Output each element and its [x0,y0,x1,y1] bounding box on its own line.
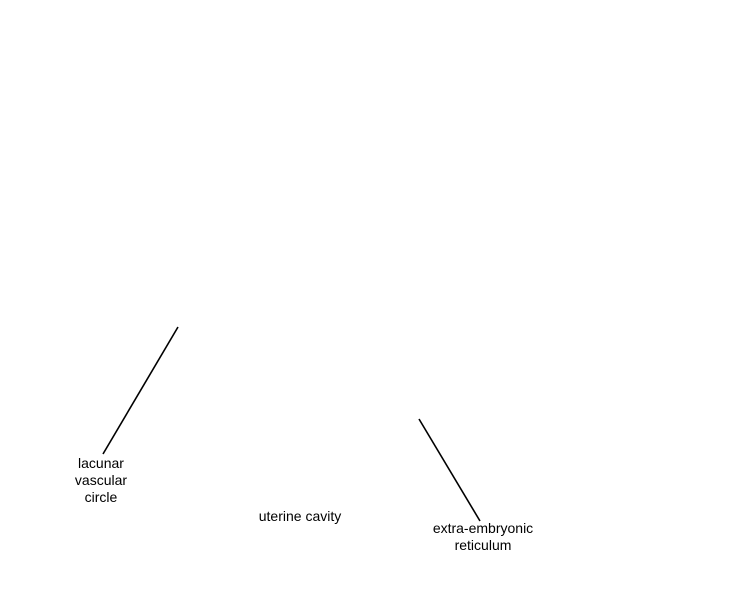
leader-line-lacunar-vascular-circle [102,326,179,455]
label-extra-embryonic-reticulum: extra-embryonic reticulum [418,520,548,554]
label-lacunar-line-3: circle [84,489,118,505]
label-uterine-text: uterine cavity [258,508,342,524]
label-extra-line-2: reticulum [454,537,512,553]
label-lacunar-vascular-circle: lacunar vascular circle [61,455,141,506]
label-lacunar-line-1: lacunar [78,455,124,471]
label-uterine-cavity: uterine cavity [250,508,350,525]
leader-line-extra-embryonic-reticulum [418,418,481,522]
label-extra-line-1: extra-embryonic [432,520,534,536]
label-lacunar-line-2: vascular [74,472,128,488]
